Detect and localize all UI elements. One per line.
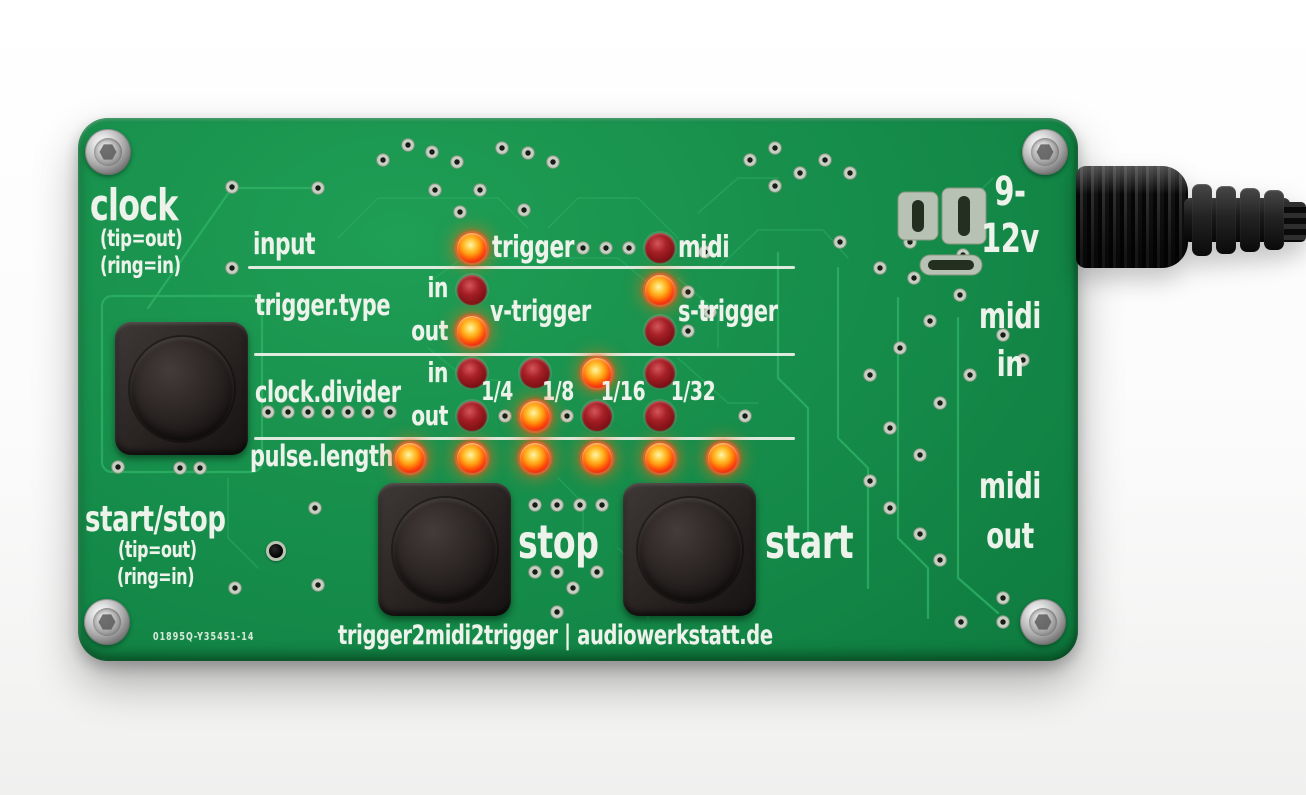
led-trigger-type-in-v [457,275,487,305]
input-trigger-label: trigger [492,230,575,265]
input-midi-label: midi [678,230,730,265]
power-plug-strain-relief-fin [1192,184,1212,256]
power-plug-strain-relief-fin [1240,188,1260,252]
power-cable [1284,202,1306,242]
mounting-hole [266,541,286,561]
clock-divider-row-label: clock.divider [255,375,401,409]
led-divider-out-1-16 [582,401,612,431]
serial-number: 01895Q-Y35451-14 [153,630,255,643]
stop-button[interactable] [378,483,511,616]
trigger-type-in-label: in [427,271,448,304]
screw-bottom-left [84,599,130,645]
divider-1-32-label: 1/32 [670,377,716,407]
led-divider-out-1-32 [645,401,675,431]
power-voltage-label-line2: 12v [981,216,1039,262]
led-pulse-4 [582,443,612,473]
screw-bottom-right [1020,599,1066,645]
divider-line-2 [254,353,795,356]
power-plug-strain-relief-fin [1216,186,1236,254]
power-plug-strain-relief-fin [1264,190,1284,250]
pcb-board: clock (tip=out) (ring=in) start/stop (ti… [78,118,1078,661]
midi-out-label-line1: midi [979,466,1041,507]
clock-jack-ring-note: (ring=in) [100,253,181,279]
startstop-jack-label: start/stop [85,499,226,540]
led-input-trigger [457,233,487,263]
midi-in-label-line2: in [996,344,1024,385]
led-divider-in-1-4 [457,358,487,388]
led-pulse-2 [457,443,487,473]
trigger-type-out-label: out [411,314,448,347]
led-input-midi [645,233,675,263]
stop-button-label: stop [518,515,599,569]
led-trigger-type-out-s [645,316,675,346]
pulse-length-row-label: pulse.length [250,439,394,473]
startstop-jack-tip-note: (tip=out) [118,538,197,563]
clock-jack-tip-note: (tip=out) [100,226,183,252]
led-trigger-type-out-v [457,316,487,346]
footer-text: trigger2midi2trigger | audiowerkstatt.de [338,620,773,651]
start-button-label: start [765,515,854,569]
start-button[interactable] [623,483,756,616]
led-divider-in-1-32 [645,358,675,388]
s-trigger-label: s-trigger [678,294,778,328]
led-divider-out-1-4 [457,401,487,431]
led-pulse-1 [395,443,425,473]
v-trigger-label: v-trigger [490,294,591,328]
midi-in-label-line1: midi [979,296,1041,337]
divider-1-16-label: 1/16 [600,377,646,407]
led-trigger-type-in-s [645,275,675,305]
midi-out-label-line2: out [986,516,1034,557]
input-row-label: input [253,227,316,262]
trigger-type-row-label: trigger.type [255,288,391,322]
clock-divider-in-label: in [427,356,448,389]
divider-1-4-label: 1/4 [481,377,513,407]
power-plug-barrel [1076,166,1188,268]
led-pulse-3 [520,443,550,473]
screw-top-right [1022,129,1068,175]
clock-divider-out-label: out [411,399,448,432]
power-voltage-label-line1: 9- [994,169,1026,215]
led-divider-out-1-8 [520,401,550,431]
startstop-jack-ring-note: (ring=in) [117,565,195,590]
led-divider-in-1-8 [520,358,550,388]
divider-1-8-label: 1/8 [542,377,574,407]
screw-top-left [85,129,131,175]
led-divider-in-1-16 [582,358,612,388]
led-pulse-5 [645,443,675,473]
clock-button[interactable] [115,322,248,455]
divider-line-3 [254,437,795,440]
divider-line-1 [248,266,795,269]
power-plug [1076,160,1306,280]
clock-jack-label: clock [90,180,178,231]
led-pulse-6 [708,443,738,473]
